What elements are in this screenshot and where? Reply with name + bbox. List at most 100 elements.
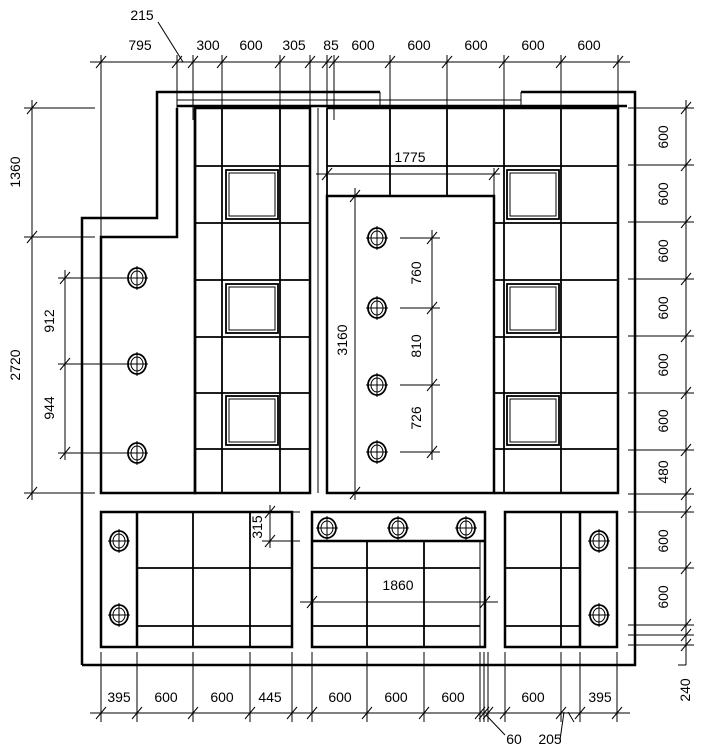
dim-tick — [555, 706, 567, 720]
right-dimensions: 600 600 600 600 600 600 480 600 600 240 — [655, 125, 693, 702]
dim-label: 600 — [655, 353, 671, 377]
dim-tick — [95, 706, 107, 720]
vent-panel — [228, 172, 276, 217]
dim-label: 600 — [655, 125, 671, 149]
bottom-dimensions: 395 600 600 445 600 600 600 600 395 60 2… — [107, 689, 612, 747]
dim-tick — [59, 357, 71, 371]
dim-tick — [426, 231, 438, 245]
dim-label: 760 — [408, 261, 424, 285]
line — [567, 711, 575, 723]
dim-label: 600 — [655, 409, 671, 433]
dim-tick — [321, 55, 333, 69]
dim-label: 600 — [351, 37, 375, 53]
grid-panel — [327, 106, 620, 495]
dim-label: 600 — [154, 689, 178, 705]
dim-label: 600 — [655, 585, 671, 609]
line — [559, 711, 565, 741]
dim-tick — [426, 378, 438, 392]
dim-leader-label: 215 — [130, 7, 154, 23]
dim-tick — [478, 706, 490, 720]
dim-tick — [321, 167, 333, 181]
dim-tick — [264, 534, 276, 548]
vent-panel — [225, 395, 279, 446]
dim-label: 600 — [655, 529, 671, 553]
dim-label: 600 — [655, 182, 671, 206]
dim-label: 3160 — [334, 324, 350, 355]
center-dimensions: 1775 3160 760 810 726 315 1860 — [249, 149, 426, 593]
dim-tick — [680, 101, 692, 115]
vent-panel — [225, 283, 279, 334]
dim-label: 1775 — [394, 149, 425, 165]
dim-tick — [499, 706, 511, 720]
dim-tick — [479, 595, 491, 609]
dim-tick — [59, 446, 71, 460]
left-dimensions: 1360 2720 912 944 — [7, 156, 57, 419]
dim-tick — [306, 595, 318, 609]
dim-label: 795 — [128, 37, 152, 53]
vent-panel — [506, 283, 560, 334]
dim-tick — [418, 706, 430, 720]
dim-label: 1860 — [382, 577, 413, 593]
dim-label: 600 — [521, 689, 545, 705]
lower-left-panel — [99, 510, 294, 649]
dim-tick — [680, 628, 692, 642]
dim-tick — [498, 55, 510, 69]
dim-label: 600 — [407, 37, 431, 53]
outer-wall — [379, 92, 522, 107]
dim-label: 600 — [577, 37, 601, 53]
dim-label: 305 — [282, 37, 306, 53]
dim-tick — [384, 55, 396, 69]
outer-wall — [80, 90, 380, 665]
dim-tick — [680, 618, 692, 632]
dim-tick — [95, 55, 107, 69]
dim-tick — [286, 706, 298, 720]
dim-tick — [441, 55, 453, 69]
dim-label: 2720 — [7, 349, 23, 380]
grid-panel — [193, 106, 312, 495]
dim-tick — [26, 230, 38, 244]
dim-label: 395 — [588, 689, 612, 705]
dim-tick — [680, 215, 692, 229]
dim-label: 395 — [107, 689, 131, 705]
vent-panel — [509, 398, 557, 443]
vent-panel — [506, 395, 560, 446]
lower-center-panel — [310, 510, 487, 649]
dim-tick — [361, 706, 373, 720]
upper-left-panel — [99, 108, 197, 495]
vent-panel — [228, 286, 276, 331]
dim-tick — [680, 487, 692, 501]
dim-tick — [574, 706, 586, 720]
dim-tick — [274, 55, 286, 69]
vent-panel — [506, 169, 560, 220]
dim-label: 912 — [41, 309, 57, 333]
dim-leader-label: 60 — [506, 731, 522, 747]
dim-label: 85 — [323, 37, 339, 53]
line — [157, 21, 184, 63]
center-panel — [325, 194, 496, 495]
dim-tick — [59, 271, 71, 285]
dim-leader-label: 205 — [538, 731, 562, 747]
dim-tick — [680, 505, 692, 519]
dim-label: 600 — [464, 37, 488, 53]
dim-tick — [680, 443, 692, 457]
dim-tick — [216, 55, 228, 69]
dim-tick — [349, 486, 361, 500]
dim-label: 600 — [655, 239, 671, 263]
dim-tick — [426, 445, 438, 459]
dim-label: 726 — [408, 406, 424, 430]
dim-label: 445 — [258, 689, 282, 705]
dim-tick — [304, 55, 316, 69]
vent-panel — [509, 286, 557, 331]
dim-label: 600 — [655, 296, 671, 320]
dim-tick — [612, 55, 624, 69]
dim-label: 315 — [249, 515, 265, 539]
dim-tick — [26, 101, 38, 115]
dim-leader-label: 240 — [677, 678, 693, 702]
dim-tick — [187, 706, 199, 720]
dim-tick — [482, 706, 494, 720]
vent-panel — [228, 398, 276, 443]
dim-label: 480 — [655, 460, 671, 484]
dim-tick — [555, 55, 567, 69]
vent-panel — [225, 169, 279, 220]
line — [485, 714, 506, 736]
